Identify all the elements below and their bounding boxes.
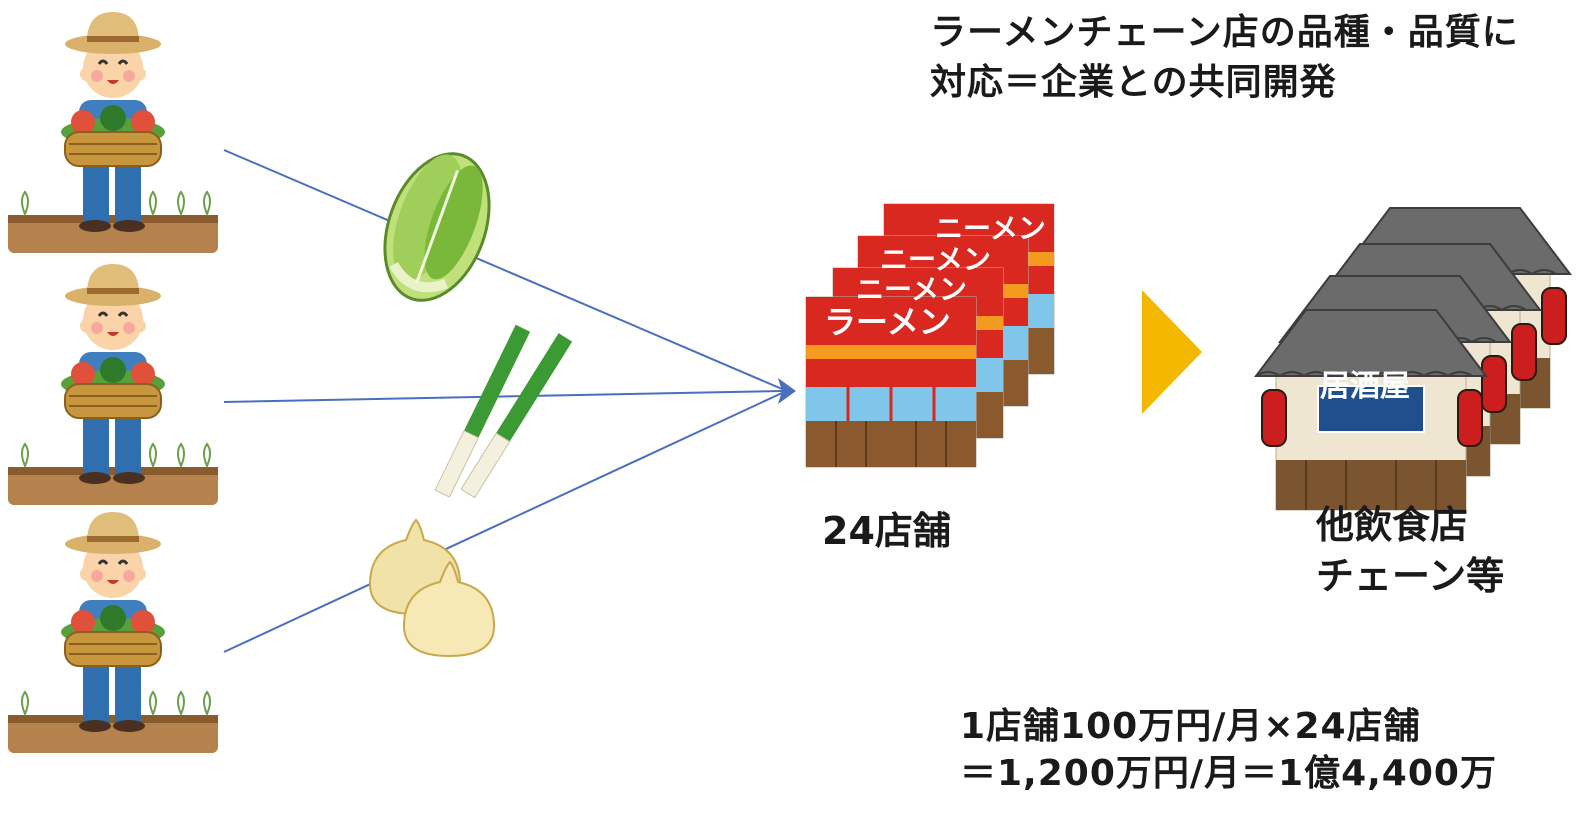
farmer-illustration	[6, 10, 220, 255]
supply-lines	[223, 149, 783, 653]
other-chains-line: 他飲食店	[1316, 503, 1469, 547]
store-count-label: 24店舗	[822, 509, 951, 553]
supply-arrowhead	[778, 378, 796, 404]
cabbage-illustration	[383, 152, 491, 302]
calculation-line: ＝1,200万円/月＝1億4,400万	[960, 752, 1497, 794]
garlic-illustration	[368, 518, 496, 658]
other-chains-label: 他飲食店 チェーン等	[1316, 500, 1504, 603]
ramen-sign-front: ラーメン	[824, 303, 951, 341]
headline-line: 対応＝企業との共同開発	[930, 62, 1337, 104]
farmer-illustration	[6, 262, 220, 507]
revenue-calculation: 1店舗100万円/月×24店舗 ＝1,200万円/月＝1億4,400万	[960, 704, 1497, 798]
headline-line: ラーメンチェーン店の品種・品質に	[930, 12, 1519, 53]
ramen-sign-back: ニーメン	[856, 273, 967, 306]
other-chains-line: チェーン等	[1316, 554, 1505, 599]
leek-illustration	[434, 324, 573, 499]
izakaya-sign: 居酒屋	[1320, 369, 1410, 404]
ramen-sign-back: ニーメン	[880, 243, 991, 276]
calculation-line: 1店舗100万円/月×24店舗	[960, 706, 1421, 747]
next-arrow-icon	[1142, 290, 1202, 414]
headline: ラーメンチェーン店の品種・品質に 対応＝企業との共同開発	[930, 8, 1519, 109]
farmer-illustration	[6, 510, 220, 755]
ramen-sign-back: ニーメン	[935, 212, 1046, 245]
izakaya-illustration	[1255, 309, 1487, 511]
